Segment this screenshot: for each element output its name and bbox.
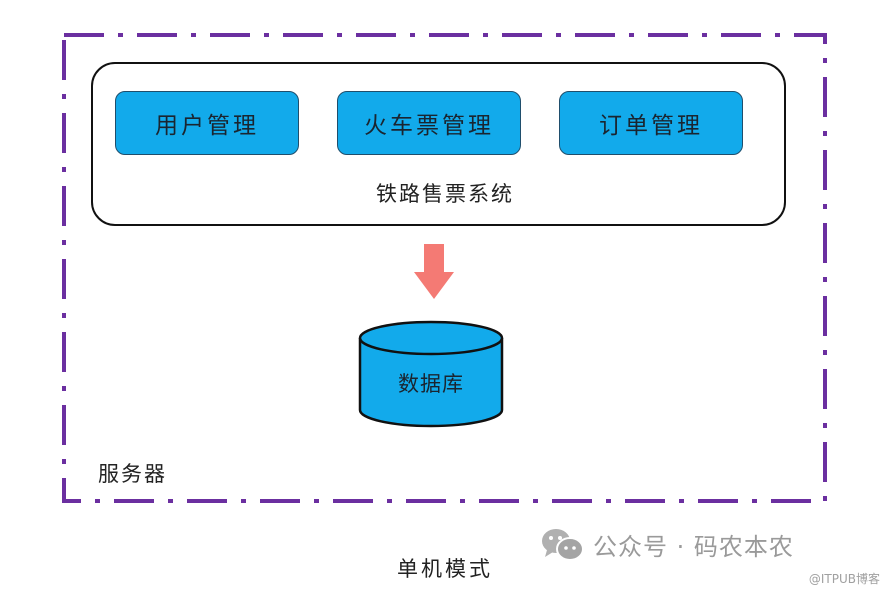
user-management-module: 用户管理	[115, 91, 299, 155]
database-cylinder	[358, 320, 504, 428]
credit-text: @ITPUB博客	[808, 572, 880, 586]
module-label: 火车票管理	[364, 113, 494, 139]
system-label: 铁路售票系统	[376, 182, 514, 206]
ticket-management-module: 火车票管理	[337, 91, 521, 155]
server-boundary	[62, 33, 827, 503]
watermark-text: 公众号 · 码农本农	[593, 533, 794, 561]
wechat-icon	[542, 528, 584, 561]
watermark: 公众号 · 码农本农	[541, 527, 794, 562]
order-management-module: 订单管理	[559, 91, 743, 155]
module-label: 订单管理	[599, 113, 703, 139]
diagram-caption: 单机模式	[397, 557, 493, 581]
database-label: 数据库	[398, 372, 464, 396]
server-label: 服务器	[98, 462, 167, 486]
module-label: 用户管理	[155, 113, 259, 139]
down-arrow-icon	[414, 244, 454, 299]
